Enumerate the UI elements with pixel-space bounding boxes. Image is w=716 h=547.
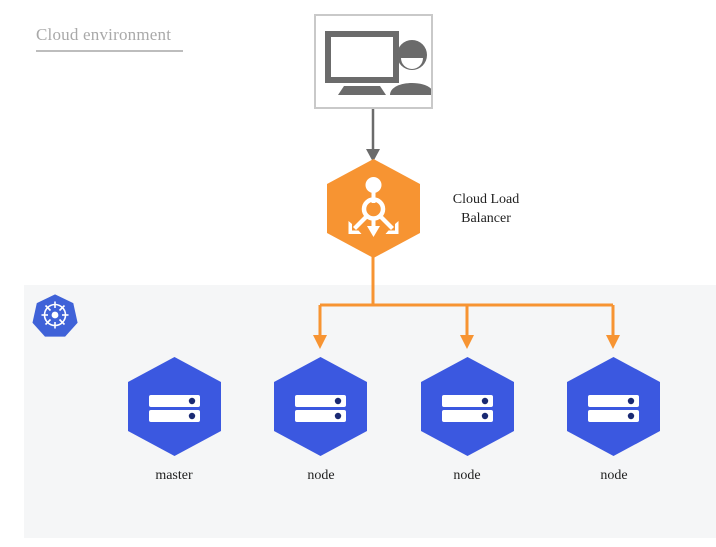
cluster-node-label-2: node	[453, 468, 481, 483]
load-balancer-label-line-1: Cloud Load	[452, 192, 520, 207]
cluster-node-2[interactable]	[421, 357, 514, 456]
person-icon	[390, 40, 434, 95]
desktop-user-icon	[316, 16, 434, 107]
server-icon	[295, 395, 346, 422]
connector-load-balancer-to-nodes	[300, 255, 630, 355]
monitor-icon	[325, 31, 399, 95]
page-title: Cloud environment	[36, 25, 172, 44]
cluster-node-3[interactable]	[567, 357, 660, 456]
server-icon	[588, 395, 639, 422]
server-icon	[442, 395, 493, 422]
load-balancer-label-line-2: Balancer	[461, 211, 511, 226]
load-balancer-label: Cloud Load Balancer	[430, 190, 542, 228]
server-icon	[149, 395, 200, 422]
user-node-box[interactable]	[314, 14, 434, 109]
title-underline	[36, 50, 183, 52]
arrow-down-icon	[606, 335, 620, 349]
cluster-node-master[interactable]	[128, 357, 221, 456]
arrow-down-icon	[460, 335, 474, 349]
kubernetes-logo	[32, 292, 78, 338]
cluster-node-label-3: node	[600, 468, 628, 483]
cluster-node-label-1: node	[307, 468, 335, 483]
arrow-down-icon	[313, 335, 327, 349]
load-balancer-fanout-icon	[348, 177, 399, 237]
load-balancer-node[interactable]	[327, 159, 420, 258]
connector-user-to-load-balancer	[360, 109, 386, 165]
cluster-node-1[interactable]	[274, 357, 367, 456]
arrow-down-icon	[366, 149, 380, 162]
cluster-node-label-master: master	[155, 468, 193, 483]
